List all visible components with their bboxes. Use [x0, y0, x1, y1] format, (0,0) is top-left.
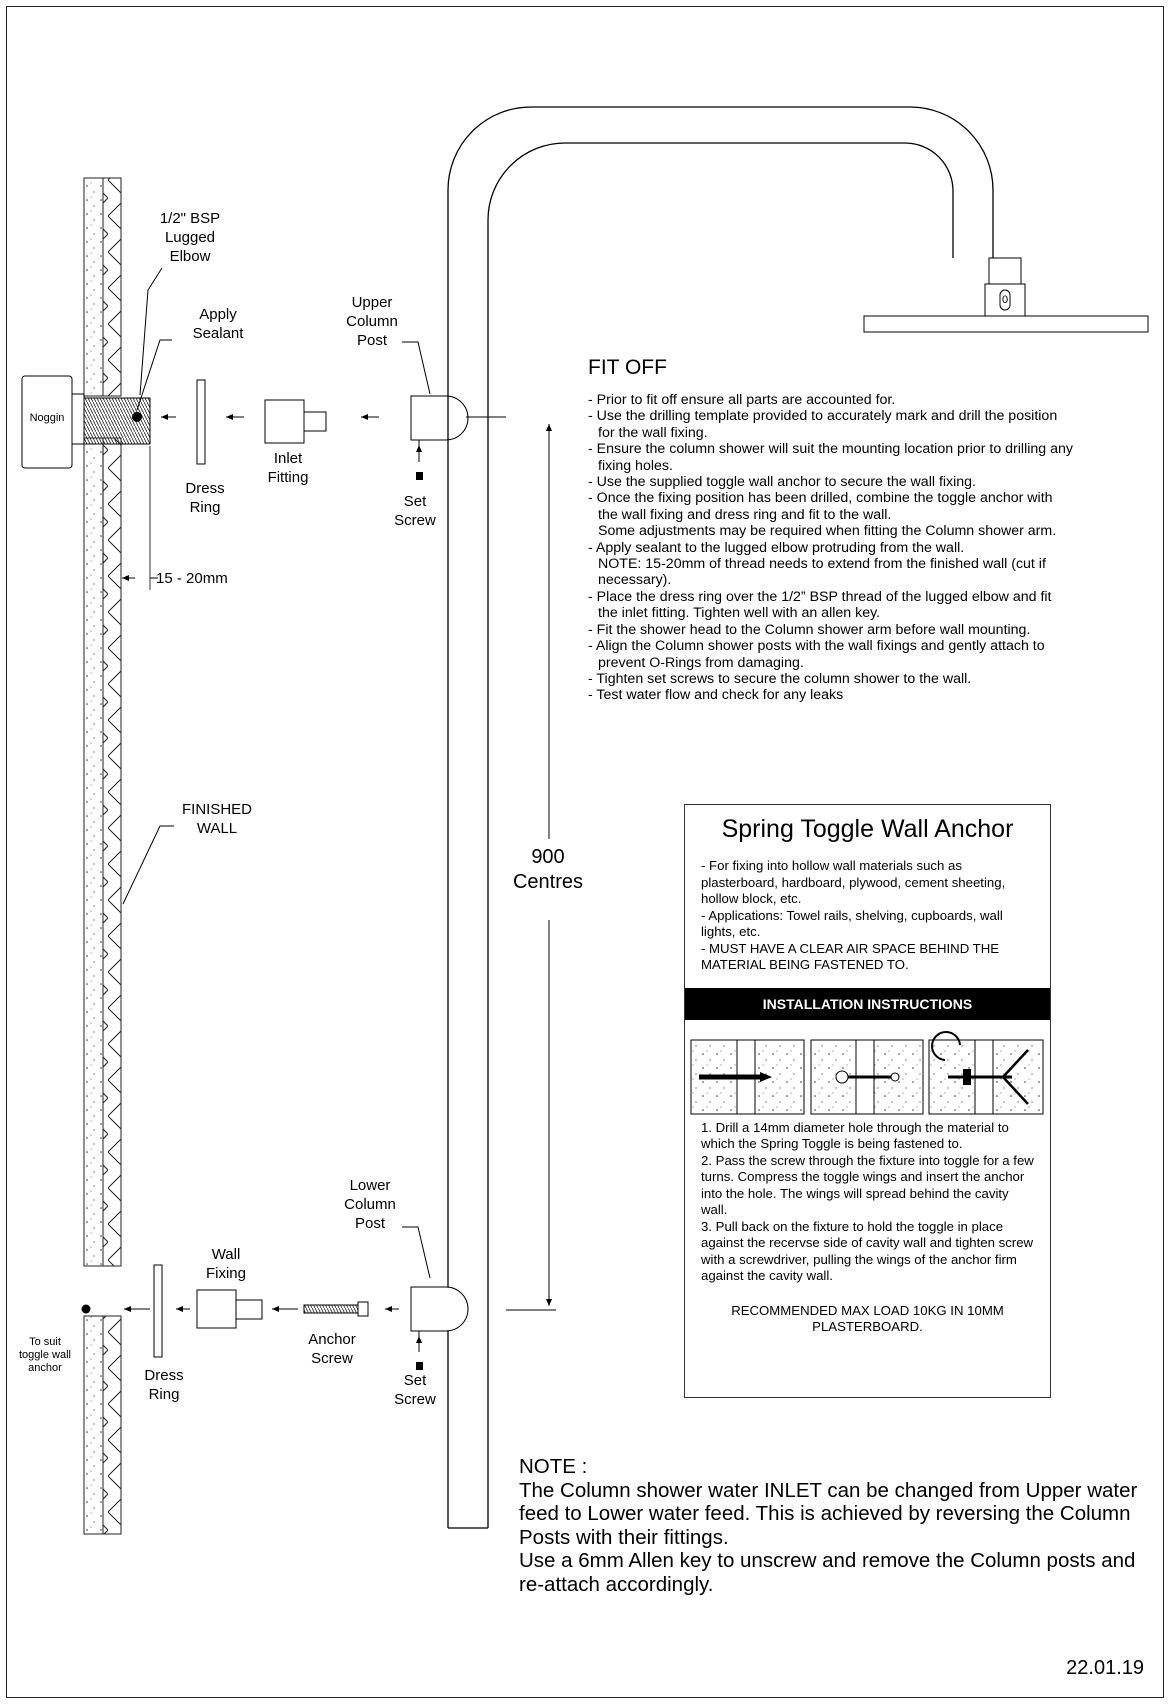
dress-ring-lower-label: Dress Ring	[144, 1367, 184, 1403]
head-connector-label: 0	[1001, 294, 1009, 306]
centres-label: 900 Centres	[512, 846, 584, 893]
shower-head	[863, 257, 1149, 333]
fit-off-list: - Prior to fit off ensure all parts are …	[588, 392, 1168, 704]
anchor-intro-line: - MUST HAVE A CLEAR AIR SPACE BEHIND THE…	[701, 940, 1000, 973]
lower-column-post-label: Lower Column Post	[344, 1177, 396, 1232]
sealant-point	[132, 412, 142, 422]
lugged-elbow-thread	[83, 397, 151, 445]
wall-lower	[83, 1315, 122, 1535]
apply-sealant-label: Apply Sealant	[192, 306, 244, 342]
drawing-date: 22.01.19	[1066, 1657, 1144, 1679]
finished-wall-label: FINISHED WALL	[181, 801, 252, 837]
dress-ring-upper-label: Dress Ring	[185, 480, 225, 516]
noggin-label: Noggin	[29, 412, 65, 424]
recommended-load: RECOMMENDED MAX LOAD 10KG IN 10MM PLASTE…	[731, 1302, 1004, 1335]
fit-off-item: - Place the dress ring over the 1/2” BSP…	[588, 588, 1052, 622]
toggle-illustration-3	[928, 1031, 1044, 1115]
wall-fixing-body	[196, 1289, 237, 1329]
anchor-intro-line: - Applications: Towel rails, shelving, c…	[701, 907, 1003, 940]
fit-off-section: FIT OFF - Prior to fit off ensure all pa…	[588, 356, 1168, 704]
fit-off-item: - Test water flow and check for any leak…	[588, 687, 844, 704]
dress-ring-upper-shape	[196, 379, 206, 465]
fit-off-title: FIT OFF	[588, 356, 667, 379]
fit-off-item: - Once the fixing position has been dril…	[588, 490, 1057, 540]
illustration-spacer	[685, 1020, 1050, 1110]
installation-instructions-bar: INSTALLATION INSTRUCTIONS	[685, 987, 1050, 1020]
noggin-flange	[71, 393, 85, 445]
anchor-step: 2. Pass the screw through the fixture in…	[701, 1152, 1034, 1218]
set-screw-upper-label: Set Screw	[394, 493, 436, 529]
fit-off-item: - Use the drilling template provided to …	[588, 408, 1058, 441]
anchor-screw-label: Anchor Screw	[308, 1331, 356, 1367]
fit-off-item: - Ensure the column shower will suit the…	[588, 441, 1073, 474]
note-line: The Column shower water INLET can be cha…	[519, 1478, 1138, 1549]
to-suit-toggle-label: To suit toggle wall anchor	[19, 1336, 71, 1374]
toggle-illustration-2	[810, 1039, 924, 1115]
note-section: NOTE : The Column shower water INLET can…	[519, 1455, 1159, 1596]
note-line: Use a 6mm Allen key to unscrew and remov…	[519, 1549, 1136, 1596]
fit-off-item: - Tighten set screws to secure the colum…	[588, 670, 972, 687]
anchor-step: 3. Pull back on the fixture to hold the …	[701, 1218, 1034, 1284]
fit-off-item: - Fit the shower head to the Column show…	[588, 621, 1031, 638]
wall-fixing-spigot	[235, 1299, 263, 1320]
thread-length-label: 15 - 20mm	[156, 570, 228, 587]
anchor-intro-line: - For fixing into hollow wall materials …	[701, 858, 1006, 906]
anchor-screw-shape	[303, 1301, 369, 1317]
set-screw-lower-label: Set Screw	[394, 1372, 436, 1408]
fit-off-item: - Use the supplied toggle wall anchor to…	[588, 474, 977, 491]
wall-upper	[83, 177, 122, 1267]
drawing-frame	[6, 6, 1164, 1698]
fit-off-item: - Apply sealant to the lugged elbow prot…	[588, 539, 1046, 589]
inlet-fitting-body	[264, 399, 305, 444]
anchor-steps: 1. Drill a 14mm diameter hole through th…	[701, 1120, 1034, 1285]
anchor-title: Spring Toggle Wall Anchor	[721, 815, 1014, 843]
upper-column-post-shape	[410, 395, 469, 441]
column-shower-arm	[447, 106, 994, 1529]
toggle-illustration-1	[690, 1039, 805, 1115]
upper-column-post-label: Upper Column Post	[346, 294, 398, 349]
lower-column-post-shape	[410, 1286, 469, 1332]
toggle-hole-point	[81, 1304, 91, 1314]
wall-fixing-label: Wall Fixing	[205, 1246, 246, 1282]
note-heading: NOTE :	[519, 1455, 588, 1478]
bsp-elbow-label: 1/2" BSP Lugged Elbow	[159, 210, 221, 265]
dress-ring-lower-shape	[153, 1264, 163, 1358]
spring-toggle-anchor-box: Spring Toggle Wall Anchor - For fixing i…	[684, 804, 1051, 1398]
anchor-step: 1. Drill a 14mm diameter hole through th…	[701, 1119, 1009, 1152]
inlet-fitting-label: Inlet Fitting	[267, 450, 309, 486]
fit-off-item: - Prior to fit off ensure all parts are …	[588, 392, 896, 408]
fit-off-item: - Align the Column shower posts with the…	[588, 638, 1045, 671]
anchor-intro: - For fixing into hollow wall materials …	[701, 858, 1034, 974]
inlet-fitting-spigot	[303, 411, 327, 432]
